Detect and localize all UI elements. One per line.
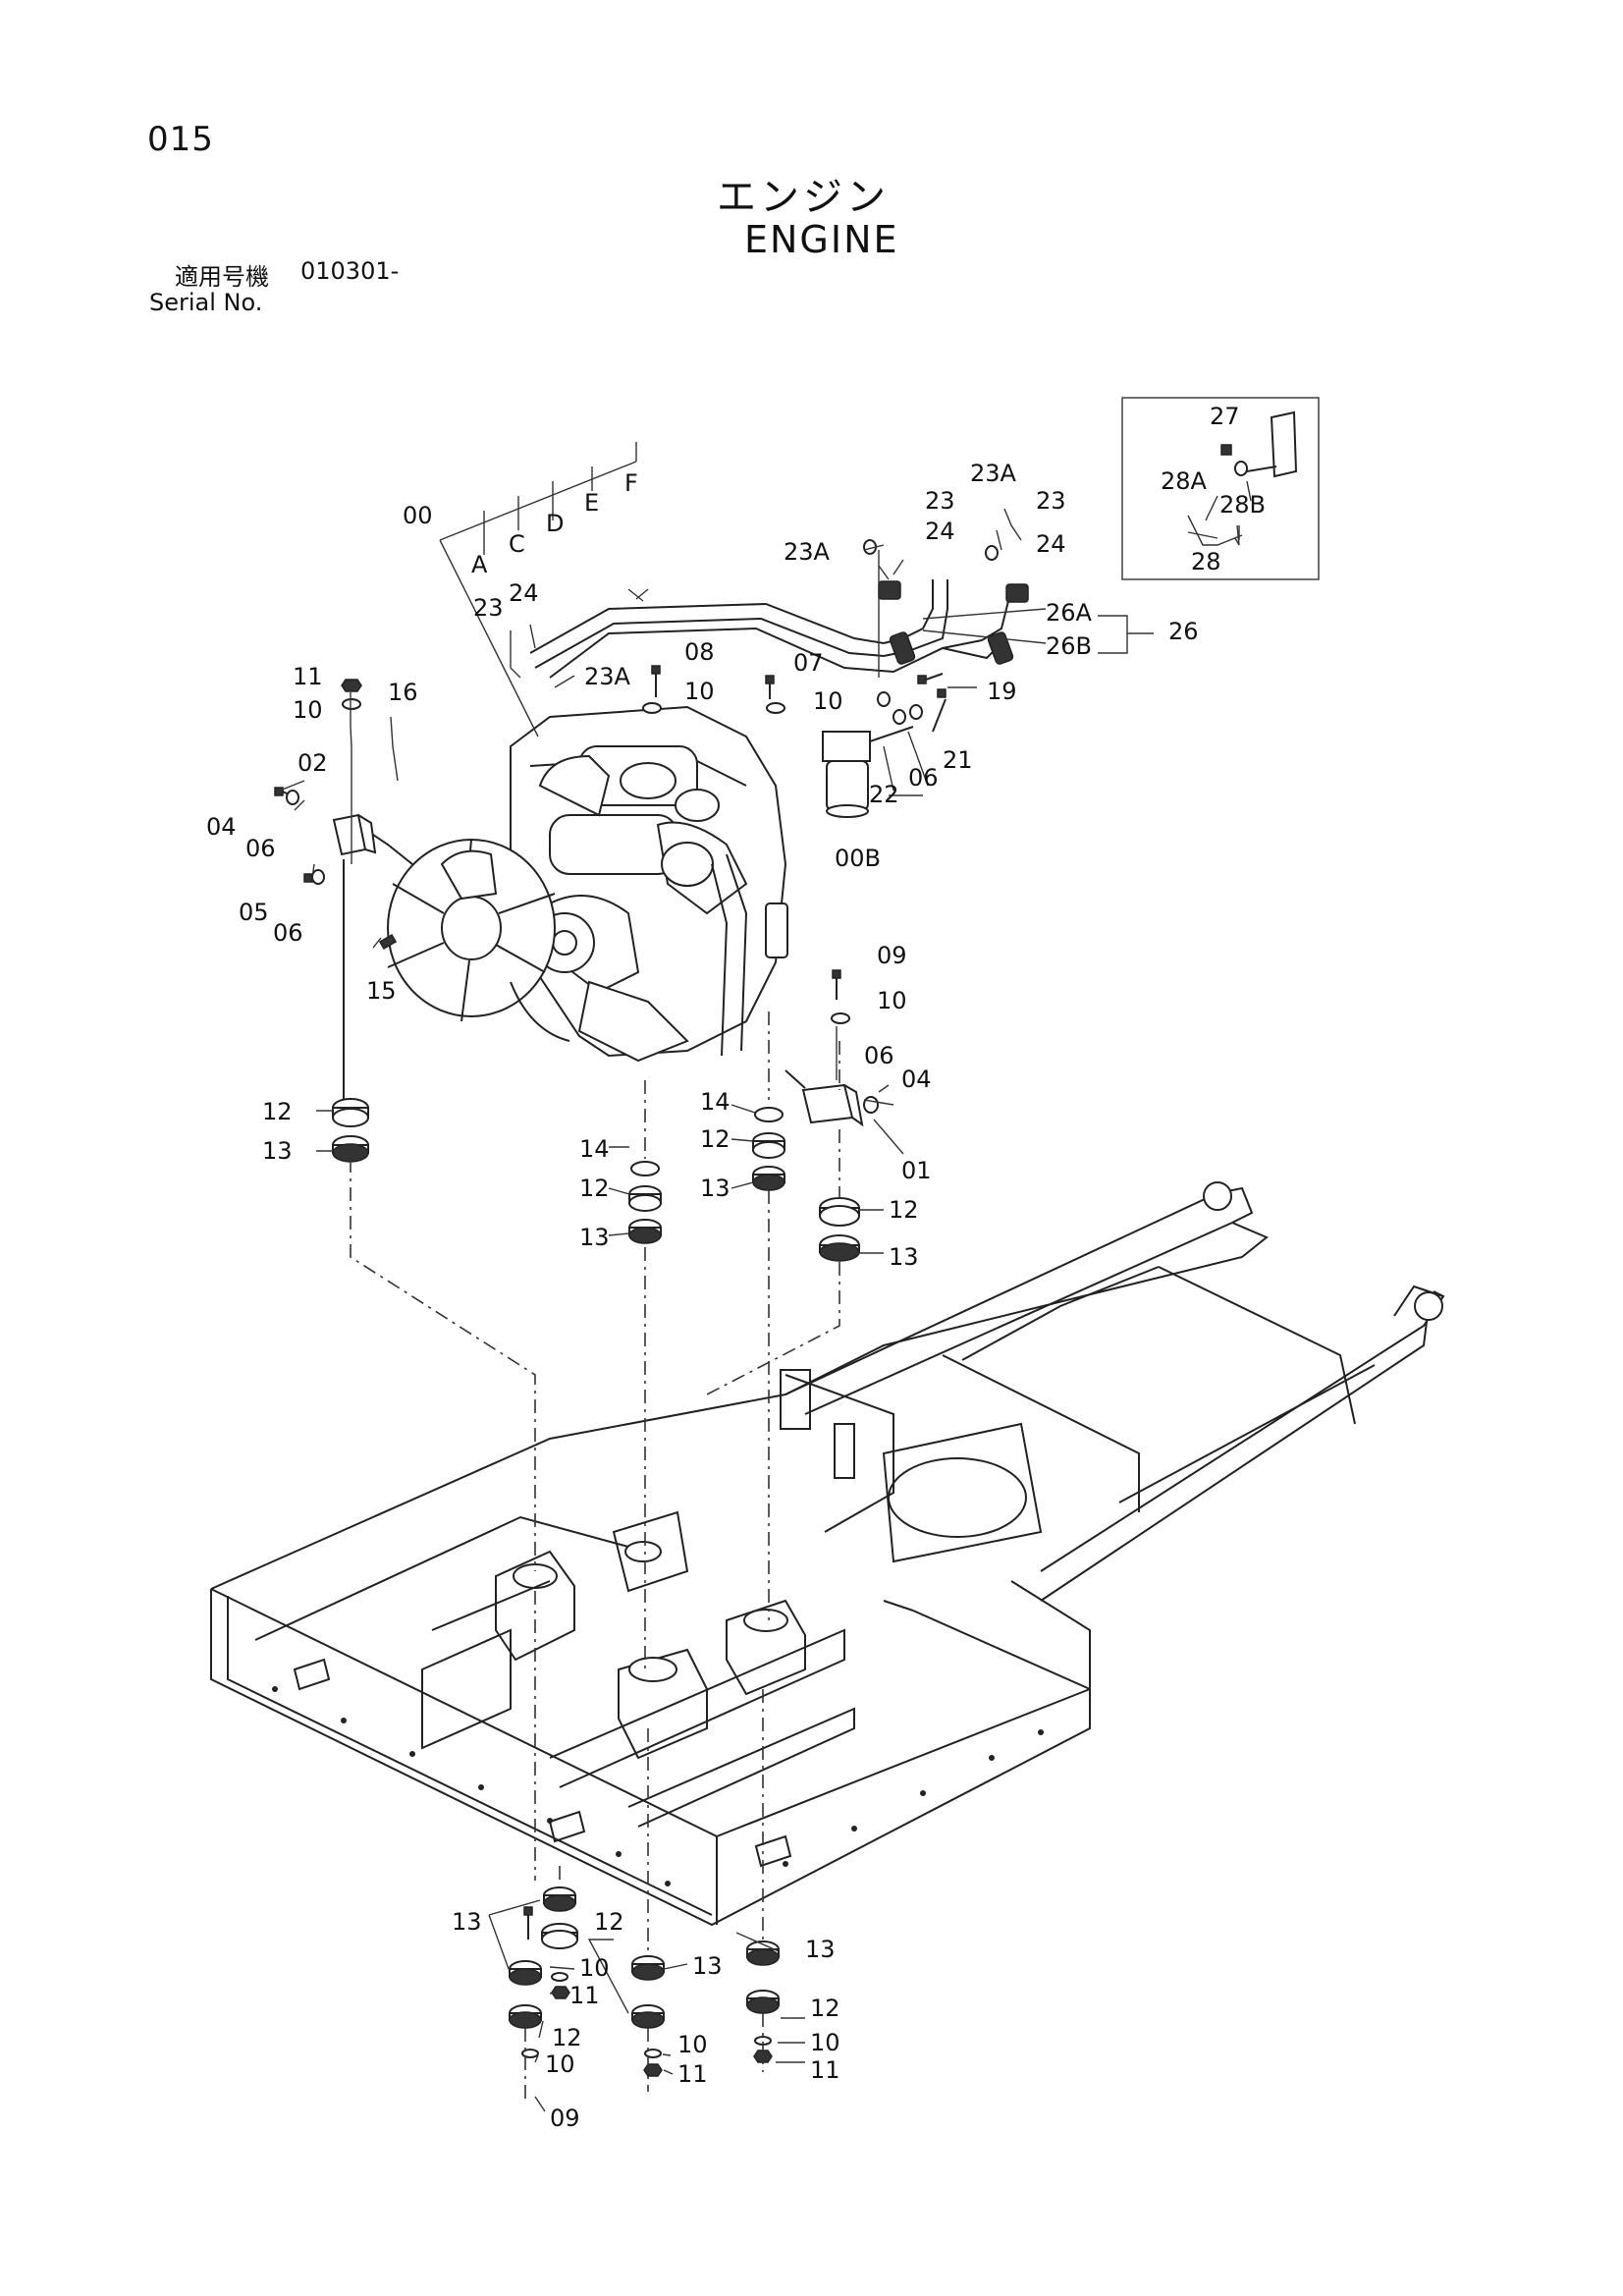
callout-C: C — [509, 530, 525, 558]
callout-12: 12 — [889, 1196, 919, 1224]
nut-icon — [341, 444, 1232, 2077]
callout-10: 10 — [545, 2050, 575, 2078]
callout-24: 24 — [509, 579, 539, 607]
center-lines — [350, 1011, 840, 2102]
hose-icon — [529, 579, 1029, 679]
callout-04: 04 — [901, 1066, 932, 1093]
callout-F: F — [624, 469, 638, 497]
page-title-en: ENGINE — [744, 218, 899, 261]
filter-icon — [822, 726, 914, 818]
callout-09: 09 — [877, 942, 907, 969]
callout-10: 10 — [684, 678, 715, 705]
callout-04: 04 — [206, 813, 237, 841]
callout-23: 23 — [1036, 487, 1066, 515]
callout-23: 23 — [925, 487, 955, 515]
callout-06: 06 — [864, 1042, 894, 1069]
callout-13: 13 — [579, 1224, 610, 1251]
callout-00B: 00B — [835, 845, 881, 872]
callout-16: 16 — [388, 679, 418, 706]
serial-value: 010301- — [300, 257, 400, 285]
callout-14: 14 — [700, 1088, 730, 1116]
callout-19: 19 — [987, 678, 1017, 705]
callout-23A: 23A — [970, 460, 1017, 487]
callout-24: 24 — [1036, 530, 1066, 558]
bracket-icon — [332, 813, 413, 1100]
callout-11: 11 — [677, 2060, 708, 2088]
bolt-icon — [274, 665, 947, 1940]
callout-24: 24 — [925, 518, 955, 545]
callout-10: 10 — [677, 2031, 708, 2058]
callout-10: 10 — [579, 1954, 610, 1982]
callout-10: 10 — [813, 687, 843, 715]
callout-12: 12 — [700, 1125, 730, 1153]
callout-13: 13 — [262, 1137, 293, 1165]
callout-12: 12 — [579, 1175, 610, 1202]
callout-E: E — [584, 489, 599, 517]
callout-00: 00 — [403, 502, 433, 529]
callout-09: 09 — [550, 2105, 580, 2132]
callout-01: 01 — [901, 1157, 932, 1184]
callout-13: 13 — [692, 1952, 723, 1980]
callout-06: 06 — [245, 835, 276, 862]
callout-12: 12 — [594, 1908, 624, 1936]
page-title-jp: エンジン — [717, 175, 890, 220]
washer-icon — [286, 461, 1248, 2058]
callout-06: 06 — [273, 919, 303, 947]
callout-13: 13 — [700, 1175, 730, 1202]
frame-icon — [210, 1181, 1445, 1927]
callout-D: D — [546, 510, 564, 537]
callout-26A: 26A — [1046, 599, 1093, 627]
callout-02: 02 — [298, 749, 328, 777]
callout-26: 26 — [1168, 618, 1199, 645]
callout-11: 11 — [810, 2056, 840, 2084]
callout-10: 10 — [877, 987, 907, 1014]
callout-07: 07 — [793, 649, 824, 677]
callout-15: 15 — [366, 977, 397, 1005]
bracket-icon — [784, 1069, 864, 1127]
callout-08: 08 — [684, 638, 715, 666]
callout-13: 13 — [805, 1936, 836, 1963]
callout-11: 11 — [569, 1982, 600, 2009]
callout-13: 13 — [452, 1908, 482, 1936]
callout-10: 10 — [293, 696, 323, 724]
callout-26B: 26B — [1046, 632, 1092, 660]
callout-12: 12 — [552, 2024, 582, 2051]
callout-05: 05 — [239, 899, 269, 926]
callout-23: 23 — [473, 594, 504, 622]
serial-label-en: Serial No. — [149, 289, 263, 316]
serial-label-jp: 適用号機 — [175, 263, 269, 291]
callout-13: 13 — [889, 1243, 919, 1271]
callout-22: 22 — [869, 781, 899, 808]
engine-assembly-icon — [387, 705, 788, 1063]
callout-A: A — [471, 551, 488, 578]
callout-21: 21 — [943, 746, 973, 774]
callout-14: 14 — [579, 1135, 610, 1163]
mount-rubber-icon — [509, 1886, 780, 2029]
callout-12: 12 — [262, 1098, 293, 1125]
callout-06: 06 — [908, 764, 939, 792]
leader-lines — [279, 442, 1252, 2112]
callout-23A: 23A — [584, 663, 631, 690]
inset-detail-frame — [1121, 397, 1320, 580]
callout-23A: 23A — [784, 538, 831, 566]
mount-rubber-icon — [332, 1098, 860, 1262]
callout-28A: 28A — [1161, 467, 1208, 495]
callout-28B: 28B — [1219, 491, 1266, 519]
callout-11: 11 — [293, 663, 323, 690]
callout-27: 27 — [1210, 403, 1240, 430]
callout-10: 10 — [810, 2029, 840, 2056]
page-number: 015 — [147, 120, 214, 159]
callout-12: 12 — [810, 1995, 840, 2022]
callout-28: 28 — [1191, 548, 1221, 575]
